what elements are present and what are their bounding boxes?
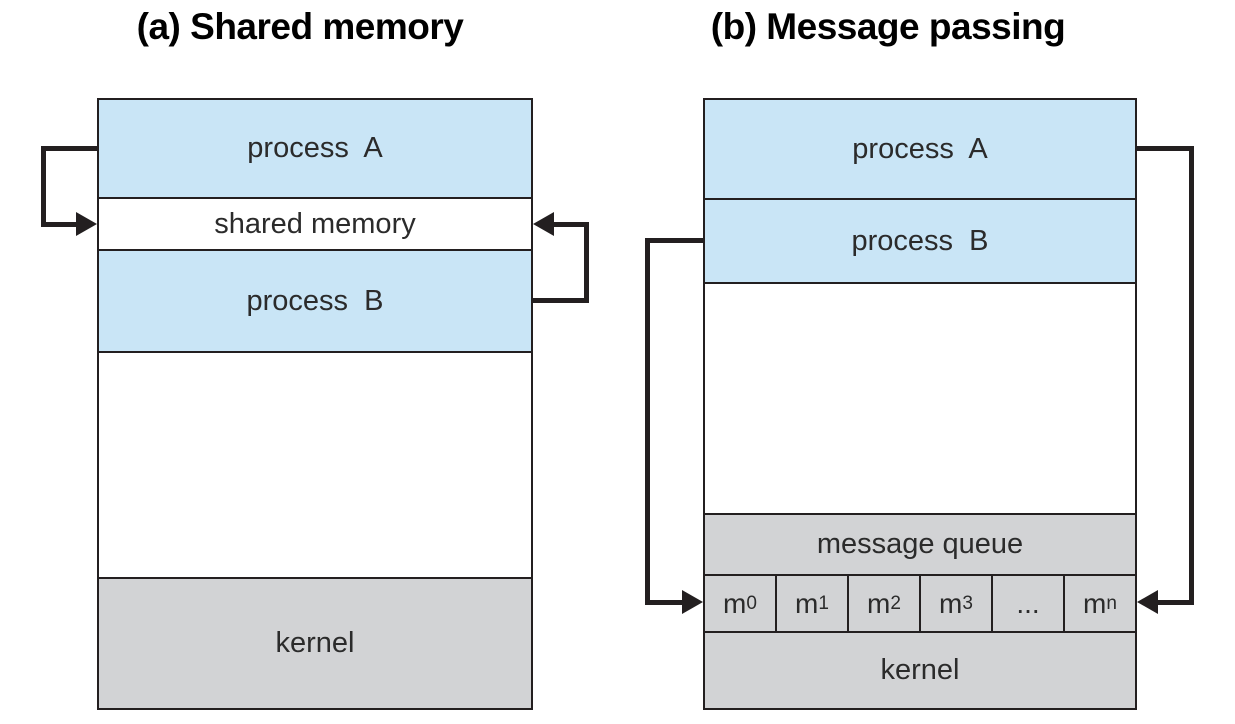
panel-a-title: (a) Shared memory (136, 6, 464, 47)
panel-a-process-a-section: process A (99, 100, 531, 199)
panel-b-process-a-label: process A (852, 132, 988, 165)
panel-b-process-a-section: process A (705, 100, 1135, 200)
panel-a-process-b-section: process B (99, 251, 531, 353)
panel-a-kernel-label: kernel (275, 627, 355, 659)
panel-b-kernel-section: kernel (705, 633, 1135, 708)
queue-cell-ellipsis: ... (993, 576, 1065, 631)
shared-memory-diagram-box: process A shared memory process B kernel (97, 98, 533, 710)
panel-b-kernel-label: kernel (880, 654, 960, 686)
panel-a-kernel-section: kernel (99, 579, 531, 708)
panel-b-process-b-label: process B (851, 224, 989, 257)
panel-b-message-queue-section: message queue (705, 515, 1135, 576)
arrowhead-into-shared-memory-right (533, 212, 554, 236)
arrowhead-into-queue-left (682, 590, 703, 614)
message-queue-label: message queue (816, 528, 1024, 560)
panel-b-process-b-section: process B (705, 200, 1135, 284)
panel-a-process-b-label: process B (246, 284, 384, 317)
panel-a-shared-memory-section: shared memory (99, 199, 531, 251)
panel-a-shared-memory-label: shared memory (214, 207, 416, 240)
panel-a-user-space-section (99, 353, 531, 579)
panel-b-title: (b) Message passing (710, 6, 1066, 47)
panel-b-user-space-section (705, 284, 1135, 515)
arrowhead-into-queue-right (1137, 590, 1158, 614)
panel-a-process-a-label: process A (247, 132, 383, 164)
arrowhead-into-shared-memory-left (76, 212, 97, 236)
